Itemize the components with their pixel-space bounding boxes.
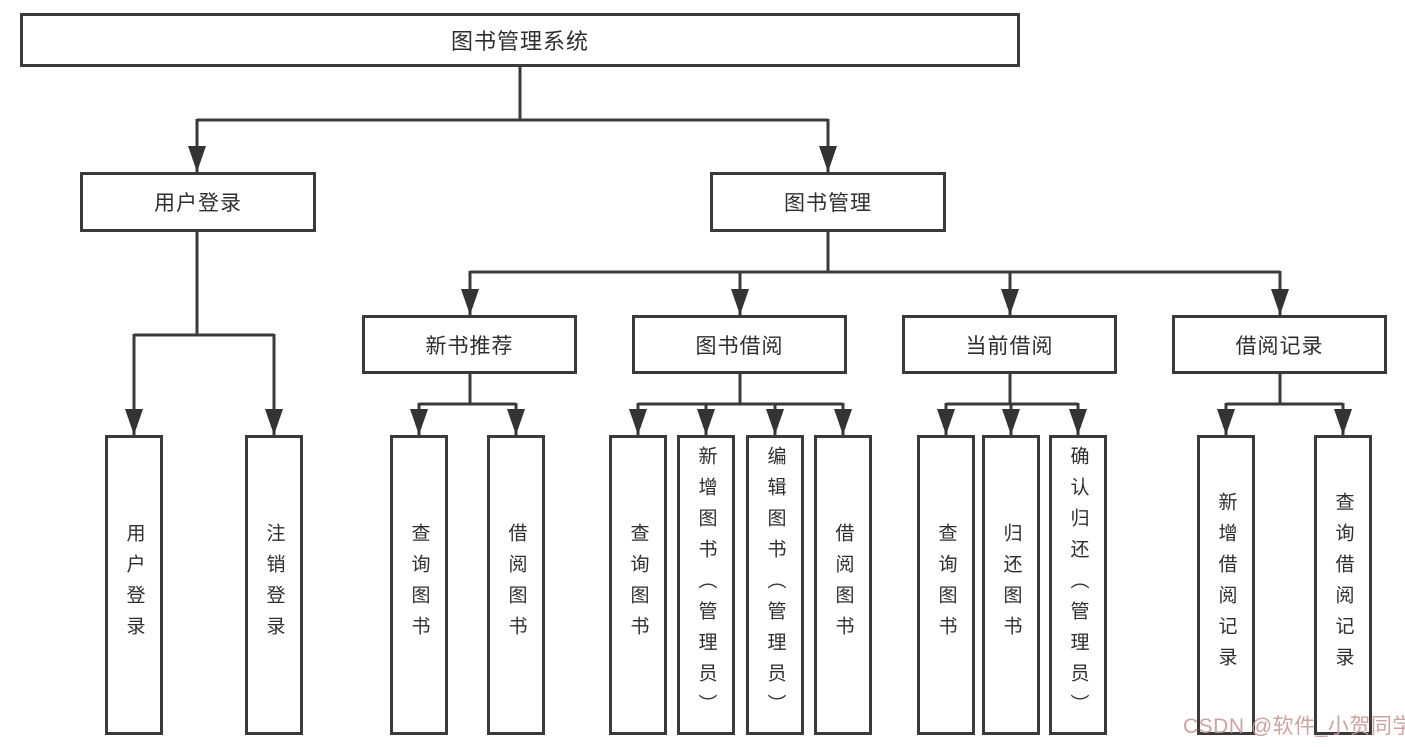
connector-current-borrow-children <box>937 374 1087 435</box>
node-label: 确认归还（管理员） <box>1067 445 1089 725</box>
leaf-add-book-admin: 新增图书（管理员） <box>677 435 735 735</box>
leaf-borrow-book-1: 借阅图书 <box>487 435 545 735</box>
leaf-user-login: 用户登录 <box>105 435 163 735</box>
node-root-system: 图书管理系统 <box>20 13 1020 67</box>
node-current-borrow: 当前借阅 <box>902 315 1117 374</box>
node-label: 用户登录 <box>123 523 145 647</box>
leaf-query-book-3: 查询图书 <box>917 435 975 735</box>
leaf-confirm-return-admin: 确认归还（管理员） <box>1049 435 1107 735</box>
node-label: 图书管理 <box>784 192 872 215</box>
node-label: 查询图书 <box>935 523 957 647</box>
node-borrow-record: 借阅记录 <box>1172 315 1387 374</box>
csdn-watermark: CSDN @软件_小贺同学 <box>1183 715 1405 738</box>
node-label: 注销登录 <box>263 523 285 647</box>
leaf-query-borrow-record: 查询借阅记录 <box>1314 435 1372 735</box>
node-label: 查询图书 <box>408 523 430 647</box>
connector-book-borrow-children <box>629 374 852 435</box>
node-book-management: 图书管理 <box>710 172 946 232</box>
node-label: 新增借阅记录 <box>1215 492 1237 678</box>
node-label: 新书推荐 <box>425 334 514 358</box>
node-label: 编辑图书（管理员） <box>764 445 786 725</box>
node-label: 图书管理系统 <box>450 29 589 54</box>
leaf-return-book: 归还图书 <box>982 435 1040 735</box>
connector-borrow-record-children <box>1217 374 1352 435</box>
leaf-logout: 注销登录 <box>245 435 303 735</box>
node-label: 新增图书（管理员） <box>695 445 717 725</box>
connector-root-to-level2 <box>188 67 837 172</box>
node-label: 借阅图书 <box>505 523 527 647</box>
connector-user-login-children <box>125 232 283 435</box>
node-label: 归还图书 <box>1000 523 1022 647</box>
node-label: 查询借阅记录 <box>1332 492 1354 678</box>
node-label: 借阅图书 <box>832 523 854 647</box>
node-book-borrow: 图书借阅 <box>632 315 847 374</box>
node-user-login: 用户登录 <box>80 172 316 232</box>
leaf-add-borrow-record: 新增借阅记录 <box>1197 435 1255 735</box>
node-label: 图书借阅 <box>695 334 784 358</box>
leaf-edit-book-admin: 编辑图书（管理员） <box>746 435 804 735</box>
node-new-book-recommend: 新书推荐 <box>362 315 577 374</box>
node-label: 当前借阅 <box>965 334 1054 358</box>
leaf-query-book-2: 查询图书 <box>609 435 667 735</box>
node-label: 用户登录 <box>154 192 242 215</box>
leaf-query-book-1: 查询图书 <box>390 435 448 735</box>
leaf-borrow-book-2: 借阅图书 <box>814 435 872 735</box>
connector-book-management-children <box>461 232 1289 315</box>
node-label: 查询图书 <box>627 523 649 647</box>
node-label: 借阅记录 <box>1235 334 1324 358</box>
connector-new-book-children <box>410 374 525 435</box>
